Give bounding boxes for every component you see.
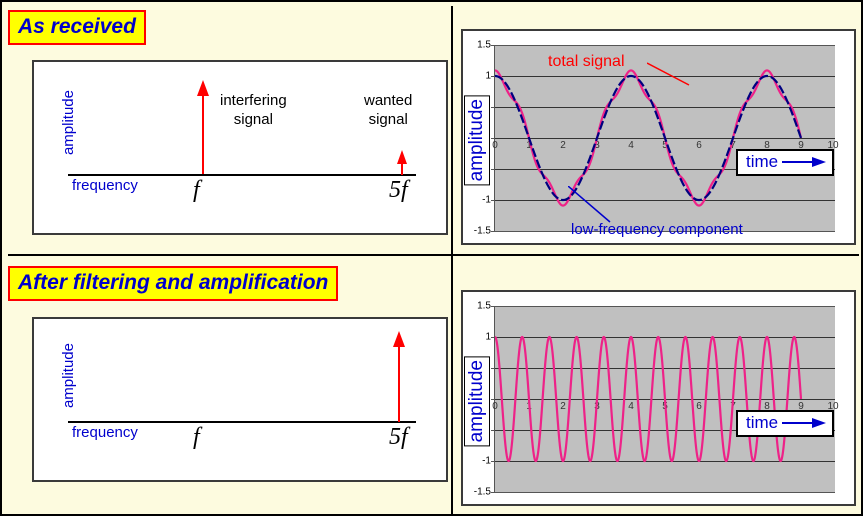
time-axis-label-bottom: time: [736, 410, 835, 437]
x-tick-label: 2: [560, 401, 566, 412]
time-label-text: time: [746, 413, 779, 432]
gridline: [495, 368, 835, 369]
plot-area-bottom: 1.5 1 -1 -1.5 0 1 2 3 4 5 6 7 8 9 10: [474, 301, 839, 498]
y-tickmark: [491, 76, 495, 77]
x-tick-label: 0: [492, 401, 498, 412]
gridline: [495, 430, 835, 431]
gridline: [495, 337, 835, 338]
gridline: [495, 76, 835, 77]
y-tickmark: [491, 138, 495, 139]
annotation-interfering-line2: signal: [233, 110, 273, 128]
gridline: [495, 461, 835, 462]
time-axis-label-top: time: [736, 149, 835, 176]
section-title-after-filtering: After filtering and amplification: [8, 266, 339, 301]
annotation-wanted-line1: wanted: [364, 92, 413, 109]
annotation-interfering-signal: interfering signal: [220, 92, 287, 130]
annotation-wanted-line2: signal: [368, 110, 408, 128]
x-tick-label: 8: [764, 140, 770, 151]
y-tickmark: [491, 231, 495, 232]
interfering-signal-arrow: [197, 80, 209, 174]
gridline: [495, 107, 835, 108]
x-tick-label: 4: [628, 140, 634, 151]
x-tick-label: 2: [560, 140, 566, 151]
y-tick-label: -1.5: [473, 225, 491, 237]
x-tick-label: 9: [798, 140, 804, 151]
x-tick-label: 8: [764, 401, 770, 412]
y-tickmark: [491, 45, 495, 46]
annotation-total-signal: total signal: [548, 53, 625, 70]
x-tick-label: 6: [696, 401, 702, 412]
annotation-wanted-signal: wanted signal: [364, 92, 412, 130]
y-tickmark: [491, 368, 495, 369]
spectrum-amplitude-label: amplitude: [60, 343, 77, 409]
y-tickmark: [491, 492, 495, 493]
section-title-as-received: As received: [8, 10, 146, 45]
gridline: [495, 231, 835, 232]
y-tickmark: [491, 200, 495, 201]
x-tick-label: 7: [730, 140, 736, 151]
y-tick-label: -1: [482, 194, 491, 206]
y-tickmark: [491, 337, 495, 338]
x-tick-label: 10: [827, 401, 839, 412]
y-tick-label: 1: [485, 331, 491, 343]
spectrum-tick-5f: 5f: [389, 177, 408, 203]
time-arrow-icon: [782, 418, 827, 428]
time-arrow-icon: [782, 157, 827, 167]
y-tick-label: 1.5: [477, 39, 491, 51]
y-tickmark: [491, 169, 495, 170]
low-frequency-leader-line: [568, 186, 611, 223]
total-signal-leader-line: [647, 62, 690, 86]
spectrum-panel-after-filtering: amplitude frequency f 5f: [32, 317, 448, 482]
spectrum-tick-f: f: [193, 424, 200, 450]
wanted-signal-arrow: [397, 150, 407, 175]
y-tick-label: 1: [485, 70, 491, 82]
y-tick-label: -1.5: [473, 486, 491, 498]
y-tickmark: [491, 461, 495, 462]
spectrum-frequency-label: frequency: [72, 177, 138, 194]
y-tick-label: -1: [482, 455, 491, 467]
x-tick-label: 6: [696, 140, 702, 151]
y-tickmark: [491, 107, 495, 108]
y-tickmark: [491, 399, 495, 400]
chart-panel-as-received: 1.5 1 -1 -1.5 0 1 2 3 4 5 6 7 8 9 10 amp…: [461, 29, 856, 245]
waveform-top: [495, 69, 803, 207]
x-tick-label: 5: [662, 140, 668, 151]
y-tick-label: 1.5: [477, 300, 491, 312]
spectrum-tick-f: f: [193, 177, 200, 203]
x-tick-label: 10: [827, 140, 839, 151]
gridline: [495, 45, 835, 46]
vertical-divider: [451, 6, 453, 514]
x-tick-label: 3: [594, 140, 600, 151]
gridline: [495, 492, 835, 493]
x-tick-label: 0: [492, 140, 498, 151]
spectrum-amplitude-label: amplitude: [60, 90, 77, 156]
y-tickmark: [491, 306, 495, 307]
time-label-text: time: [746, 152, 779, 171]
gridline: [495, 306, 835, 307]
frequency-axis-line: [68, 421, 416, 423]
waveform-bottom: [495, 335, 803, 463]
gridline: [495, 169, 835, 170]
frequency-axis-line: [68, 174, 416, 176]
spectrum-frequency-label: frequency: [72, 424, 138, 441]
chart-amplitude-label-bottom: amplitude: [464, 356, 490, 447]
x-tick-label: 4: [628, 401, 634, 412]
annotation-low-frequency-component: low-frequency component: [571, 221, 743, 238]
annotation-interfering-line1: interfering: [220, 92, 287, 109]
chart-panel-after-filtering: 1.5 1 -1 -1.5 0 1 2 3 4 5 6 7 8 9 10 amp…: [461, 290, 856, 506]
x-tick-label: 1: [526, 140, 532, 151]
y-tickmark: [491, 430, 495, 431]
x-tick-label: 9: [798, 401, 804, 412]
chart-amplitude-label-top: amplitude: [464, 95, 490, 186]
gridline: [495, 200, 835, 201]
spectrum-tick-5f: 5f: [389, 424, 408, 450]
spectrum-panel-as-received: amplitude frequency f 5f interfering sig…: [32, 60, 448, 235]
amplified-wanted-signal-arrow: [393, 331, 405, 422]
plot-area-top: 1.5 1 -1 -1.5 0 1 2 3 4 5 6 7 8 9 10: [474, 40, 839, 237]
horizontal-divider: [8, 254, 859, 256]
